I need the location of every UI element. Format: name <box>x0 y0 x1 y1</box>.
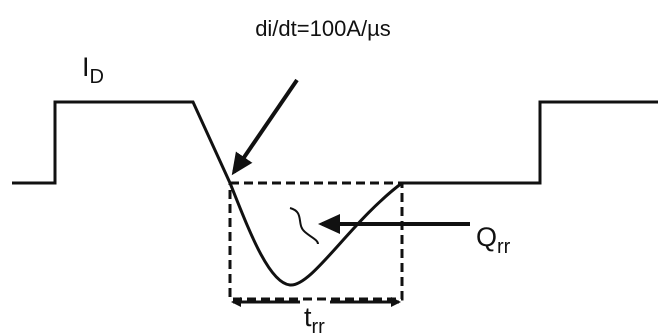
slope-label: di/dt=100A/µs <box>255 16 391 41</box>
current-waveform <box>12 100 658 287</box>
charge-area-mark <box>289 207 319 245</box>
slope-arrow <box>231 78 299 176</box>
charge-label-subscript: rr <box>497 236 511 258</box>
time-label-main: t <box>304 302 312 332</box>
current-label-subscript: D <box>90 66 104 88</box>
current-label: ID <box>82 52 104 88</box>
charge-label-main: Q <box>476 222 497 252</box>
time-label: trr <box>304 302 325 334</box>
charge-label: Qrr <box>476 222 511 258</box>
recovery-time-box <box>228 181 404 301</box>
time-label-subscript: rr <box>312 316 326 334</box>
current-label-main: I <box>82 52 90 82</box>
